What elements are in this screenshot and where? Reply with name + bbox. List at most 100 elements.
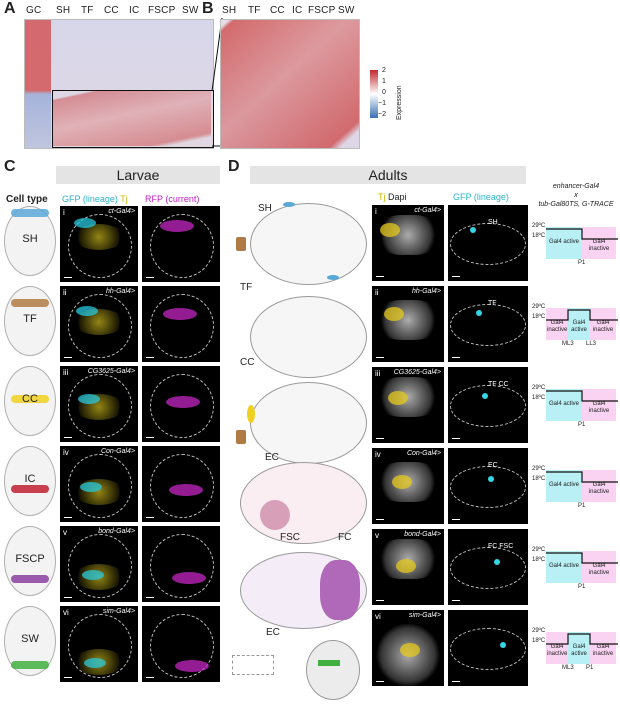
ovary-outline (450, 385, 526, 427)
gal4-driver: CG3625-Gal4> (87, 368, 135, 375)
temp-cold: 18ºC (532, 476, 546, 482)
rfp-signal (172, 572, 206, 584)
gfp-signal (80, 482, 102, 492)
small-ovary-inset (232, 655, 274, 675)
gal4-driver: ct-Gal4> (414, 207, 441, 214)
larva-rfp-panel (142, 446, 220, 522)
row-number: i (63, 208, 65, 217)
scale-bar (376, 438, 384, 439)
temperature-schedule: 29ºC 18ºC Gal4 inactive Gal4 active Gal4… (532, 302, 618, 348)
inactive-zone (582, 227, 616, 259)
temperature-schedule: 29ºC 18ºC Gal4 active Gal4 inactive P1 (532, 221, 618, 267)
cell-type-label: CC (22, 393, 38, 405)
schedule-left: Gal4 active (548, 482, 579, 488)
larva-schematic: IC (4, 446, 56, 516)
ovary-zoom-schematic (306, 640, 360, 700)
scale-bar (452, 357, 460, 358)
cell-type-band (11, 575, 49, 583)
tj-signal (388, 391, 408, 405)
larva-gfp-tj-panel: ii hh-Gal4> (60, 286, 138, 362)
inactive-zone (582, 551, 616, 583)
d-label-fc: FC (338, 532, 352, 543)
expression-legend: 2 1 0 −1 −2 Expression (370, 67, 420, 124)
gfp-signal (476, 310, 482, 316)
active-zone (568, 308, 590, 340)
adult-tj-label: Tj (378, 192, 386, 202)
zoom-box (52, 90, 214, 148)
gfp-signal (74, 218, 96, 228)
col-cc: CC (104, 5, 119, 16)
legend-tick: 2 (382, 67, 386, 74)
panel-a-column-headers: GC SH TF CC IC FSCP SW (26, 5, 206, 17)
row-number: v (375, 531, 379, 540)
cell-type-label: SW (21, 633, 39, 645)
cell-type-label: IC (24, 473, 36, 485)
adult-gfp-panel (448, 610, 528, 686)
panel-a-letter: A (4, 0, 16, 17)
col-b-sw: SW (338, 5, 355, 16)
larva-gfp-tj-panel: vi sim-Gal4> (60, 606, 138, 682)
ovary-outline (68, 294, 132, 358)
mark-1: P1 (578, 260, 586, 266)
gfp-signal (488, 476, 494, 482)
temp-trace (546, 309, 618, 321)
mark-1: P1 (578, 422, 586, 428)
legend-title: Expression (396, 85, 403, 120)
temperature-schedule: 29ºC 18ºC Gal4 active Gal4 inactive P1 (532, 464, 618, 510)
inset-label: FC FSC (488, 543, 514, 550)
adult-gfp-panel: FC FSC (448, 529, 528, 605)
ovary-outline (150, 294, 214, 358)
panel-b-letter: B (202, 0, 214, 17)
larva-schematic: SW (4, 606, 56, 676)
cell-type-band (11, 661, 49, 669)
schedule-left: Gal4 active (548, 401, 579, 407)
adult-tj-dapi-panel: ii hh-Gal4> (372, 286, 444, 362)
cross-label: enhancer-Gal4 x tub-Gal80TS, G-TRACE (532, 182, 620, 209)
row-number: vi (63, 608, 69, 617)
scale-bar (376, 276, 384, 277)
row-number: iv (375, 450, 381, 459)
scale-bar (146, 277, 154, 278)
heatmap-a-diagonal (53, 90, 211, 146)
gal4-driver: ct-Gal4> (108, 208, 135, 215)
mark-1: ML3 (562, 341, 574, 347)
schedule-right: Gal4 inactive (592, 644, 614, 657)
gal4-driver: CG3625-Gal4> (393, 369, 441, 376)
d-label-sh: SH (258, 203, 272, 214)
schedule-left: Gal4 inactive (547, 320, 568, 333)
gal4-driver: bond-Gal4> (404, 531, 441, 538)
ovary-outline (68, 614, 132, 678)
ovary-outline (150, 454, 214, 518)
adult-tj-dapi-panel: i ct-Gal4> (372, 205, 444, 281)
schedule-mid: Gal4 active (571, 644, 587, 657)
inactive-zone (590, 632, 616, 664)
cross-x: x (574, 192, 578, 199)
cell-type-header: Cell type (6, 194, 48, 205)
rfp-signal (175, 660, 209, 672)
cell-type-label: TF (23, 313, 37, 325)
ovary-schematic-1 (250, 203, 367, 285)
scale-bar (452, 519, 460, 520)
adult-tj-dapi-panel: iv Con-Gal4> (372, 448, 444, 524)
col-b-ic: IC (292, 5, 303, 16)
row-number: ii (63, 288, 67, 297)
larva-schematic: FSCP (4, 526, 56, 596)
legend-tick: −2 (378, 111, 386, 118)
col-sh: SH (56, 5, 71, 16)
active-zone (546, 389, 582, 421)
larva-gfp-tj-panel: v bond-Gal4> (60, 526, 138, 602)
tf-stack (236, 430, 246, 444)
adult-dapi-label: Dapi (388, 192, 407, 202)
ovary-outline (68, 374, 132, 438)
ovary-outline (150, 214, 214, 278)
temp-cold: 18ºC (532, 395, 546, 401)
gfp-signal (500, 642, 506, 648)
ovary-outline (68, 534, 132, 598)
cc-cell (247, 405, 255, 423)
scale-bar (376, 357, 384, 358)
schedule-right: Gal4 inactive (588, 563, 610, 576)
adult-gfp-panel: EC (448, 448, 528, 524)
temp-hot: 29ºC (532, 466, 546, 472)
active-zone (546, 551, 582, 583)
adult-gfp-panel: SH (448, 205, 528, 281)
